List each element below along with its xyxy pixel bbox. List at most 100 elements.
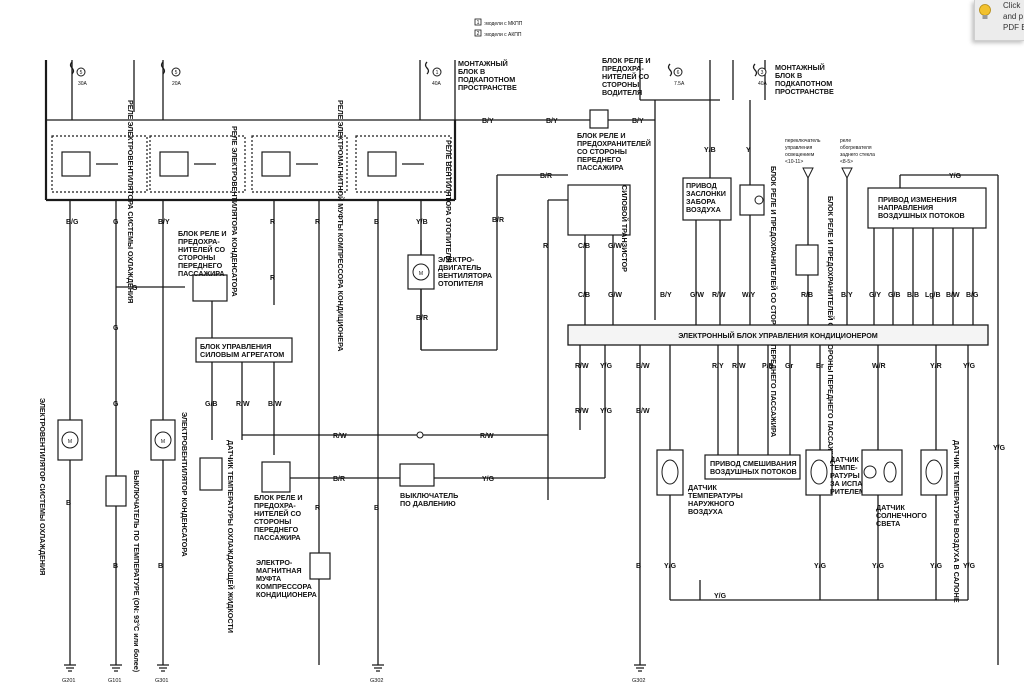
clutch-coil-label: ЭЛЕКТРО- МАГНИТНАЯ МУФТА КОМПРЕССОРА КОН… [256,558,317,599]
relay-enclosure [46,119,457,202]
pass-box-left [192,274,228,302]
grounds: G201 G101 G301 G302 G302 [62,664,646,684]
svg-text:M: M [68,439,72,445]
svg-text:G/Y: G/Y [869,292,881,299]
relay-clutch-label: РЕЛЕ ЭЛЕКТРОМАГНИТНОЙ МУФТЫ КОМПРЕССОРА … [336,100,345,351]
svg-text:6: 6 [677,70,680,76]
svg-text:G: G [113,325,119,332]
pcm [195,337,293,363]
svg-text:B: B [374,505,379,512]
svg-text:G/W: G/W [608,292,622,299]
fuse-box-right-label: БЛОК РЕЛЕ И ПРЕДОХРАНИТЕЛЕЙ СО СТОРОНЫ П… [769,166,778,437]
svg-text:B/Y: B/Y [158,219,170,226]
mix-door-actuator [704,454,801,480]
svg-text:B/Y: B/Y [546,118,558,125]
ecu-top-wire-labels: B/Y G/W R/W W/Y G/Y G/B B/B Lg/B B/W B/G [660,292,979,299]
power-transistor [567,184,631,236]
svg-text:Y/G: Y/G [600,408,613,415]
legend: 1 :модели с МКПП 2 :модели с АКПП [474,18,523,38]
svg-text:R/Y: R/Y [712,363,724,370]
svg-text:B: B [113,563,118,570]
ground-g101: G101 [108,678,121,684]
svg-text:G/W: G/W [608,243,622,250]
legend-at: :модели с АКПП [484,32,522,38]
svg-text:B: B [158,563,163,570]
thermo-switch-label: ВЫКЛЮЧАТЕЛЬ ПО ТЕМПЕРАТУРЕ (ON: 93°C или… [132,470,141,673]
svg-text:R/W: R/W [575,363,589,370]
svg-text:R/W: R/W [480,433,494,440]
svg-text:B/Y: B/Y [632,118,644,125]
svg-text:Y/R: Y/R [930,363,942,370]
rear-defog-label: реле обогревателя заднего стекла <8-5> [840,138,876,165]
coolant-sensor-label: ДАТЧИК ТЕМПЕРАТУРЫ ОХЛАЖДАЮЩЕЙ ЖИДКОСТИ [226,440,235,633]
svg-text:Y/G: Y/G [714,593,727,600]
svg-text:B: B [374,219,379,226]
svg-text:R/W: R/W [575,408,589,415]
notice-line-1: Click [1003,1,1021,10]
low-wire-labels: Y/G Y/G Y/G Y/G Y/G [664,563,976,570]
pcm-label: БЛОК УПРАВЛЕНИЯ СИЛОВЫМ АГРЕГАТОМ [200,342,284,359]
svg-text:B/W: B/W [268,401,282,408]
pass-box-left-label: БЛОК РЕЛЕ И ПРЕДОХРА- НИТЕЛЕЙ СО СТОРОНЫ… [178,229,229,278]
ground-g302-2: G302 [632,678,645,684]
outside-temp-label: ДАТЧИК ТЕМПЕРАТУРЫ НАРУЖНОГО ВОЗДУХА [688,483,745,516]
svg-text:Y/G: Y/G [963,563,976,570]
pressure-switch [399,463,435,487]
relay-blower-label: РЕЛЕ ВЕНТИЛЯТОРА ОТОПИТЕЛЯ [444,140,453,263]
svg-text:B/W: B/W [636,363,650,370]
fuse-7-5a: 7.5A [674,81,685,87]
ecu-label: ЭЛЕКТРОННЫЙ БЛОК УПРАВЛЕНИЯ КОНДИЦИОНЕРО… [678,331,878,340]
mix-door-label: ПРИВОД СМЕШИВАНИЯ ВОЗДУШНЫХ ПОТОКОВ [710,459,799,476]
svg-text:Y: Y [746,147,751,154]
svg-text:Y/G: Y/G [963,363,976,370]
svg-text:Br: Br [816,363,824,370]
svg-text:Y/G: Y/G [993,445,1006,452]
ecu-bottom-wire-labels: R/W Y/G B/W R/Y R/W P/B Gr Br W/R Y/R Y/… [575,363,976,370]
svg-text:G: G [113,219,119,226]
transistor-label: СИЛОВОЙ ТРАНЗИСТОР [620,185,629,272]
pressure-switch-label: ВЫКЛЮЧАТЕЛЬ ПО ДАВЛЕНИЮ [400,491,460,508]
fuse-40a-2: 40A [758,81,768,87]
svg-text:Y/B: Y/B [704,147,716,154]
svg-text:2: 2 [477,31,480,37]
thermo-switch [105,475,127,507]
coolant-sensor [199,457,223,491]
svg-text:R/W: R/W [236,401,250,408]
svg-text:P/B: P/B [762,363,774,370]
svg-text:R/B: R/B [801,292,813,299]
fuse-30a: 30A [78,81,88,87]
svg-text:C/B: C/B [578,243,590,250]
blower-motor-label: ЭЛЕКТРО- ДВИГАТЕЛЬ ВЕНТИЛЯТОРА ОТОПИТЕЛЯ [438,255,494,288]
notice-line-3: PDF E [1003,23,1024,32]
svg-text:B/R: B/R [492,217,504,224]
svg-text:R: R [270,219,275,226]
ground-g201: G201 [62,678,75,684]
svg-text:B/G: B/G [966,292,979,299]
svg-text:R: R [315,219,320,226]
svg-text:Lg/B: Lg/B [925,292,941,299]
ground-g301: G301 [155,678,168,684]
svg-text:G/B: G/B [205,401,217,408]
engine-box-2-label: МОНТАЖНЫЙ БЛОК В ПОДКАПОТНОМ ПРОСТРАНСТВ… [775,63,834,96]
svg-text:B/G: B/G [66,219,79,226]
relay-cooling-label: РЕЛЕ ЭЛЕКТРОВЕНТИЛЯТОРА СИСТЕМЫ ОХЛАЖДЕН… [126,100,135,303]
relay-outputs [69,200,422,665]
svg-text:G/W: G/W [690,292,704,299]
svg-text:B/R: B/R [333,476,345,483]
evap-temp-sensor [805,449,833,496]
svg-text:B/W: B/W [946,292,960,299]
svg-text:G: G [113,401,119,408]
mode-door-actuator [867,187,987,229]
svg-text:R: R [543,243,548,250]
ground-g302: G302 [370,678,383,684]
svg-text:1: 1 [477,20,480,26]
lightbulb-icon [979,4,991,19]
pdf-notice[interactable]: Click and p PDF E [974,0,1024,41]
svg-text:Y/G: Y/G [482,476,495,483]
cabin-temp-label: ДАТЧИК ТЕМПЕРАТУРЫ ВОЗДУХА В САЛОНЕ [952,440,961,603]
svg-text:W/Y: W/Y [742,292,756,299]
sun-sensor-label: ДАТЧИК СОЛНЕЧНОГО СВЕТА [876,503,929,528]
svg-text:R/W: R/W [333,433,347,440]
svg-text:Y/B: Y/B [416,219,428,226]
